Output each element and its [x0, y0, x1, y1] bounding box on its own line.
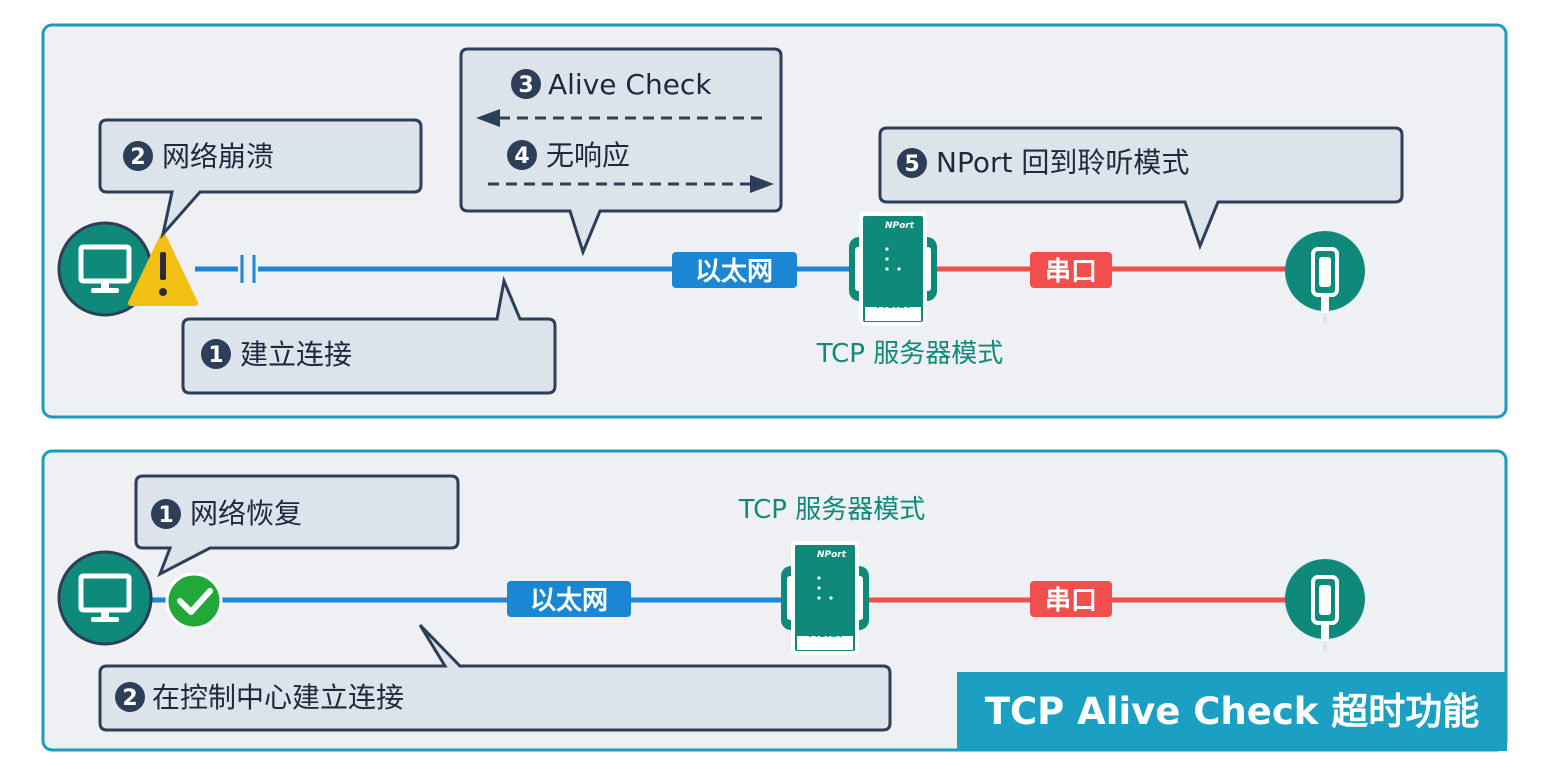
- callout-text: 网络崩溃: [162, 140, 274, 173]
- warning-icon: [128, 233, 198, 306]
- device-logo: NPort: [885, 221, 915, 231]
- nport-device-icon: NPort MOXA: [779, 541, 871, 655]
- bottom-panel: 以太网 NPort MOXA TCP 服务器模式 串口 1 网络恢复 2 在控制: [41, 449, 1508, 752]
- mode-label: TCP 服务器模式: [816, 339, 1003, 369]
- callout-number: 2: [122, 686, 137, 711]
- serial-tag: 串口: [1030, 581, 1112, 617]
- arrowhead-right: [750, 175, 774, 193]
- callout-alive-check: 3 Alive Check 4 无响应: [459, 47, 783, 257]
- callout-number: 1: [158, 503, 173, 528]
- callout-number: 5: [904, 152, 919, 177]
- ethernet-label: 以太网: [530, 586, 608, 616]
- title-banner: TCP Alive Check 超时功能: [957, 672, 1507, 751]
- ethernet-label: 以太网: [695, 257, 773, 287]
- arrowhead-left: [476, 109, 500, 127]
- callout-establish-control-center: 2 在控制中心建立连接: [98, 623, 892, 732]
- device-brand: MOXA: [876, 300, 910, 311]
- ethernet-tag: 以太网: [672, 252, 797, 288]
- callout-text: NPort 回到聆听模式: [936, 146, 1189, 179]
- callout-number: 2: [130, 145, 145, 170]
- serial-tag: 串口: [1030, 252, 1112, 288]
- callout-network-crash: 2 网络崩溃: [98, 118, 423, 240]
- callout-text: Alive Check: [548, 68, 712, 101]
- serial-label: 串口: [1045, 257, 1097, 287]
- monitor-icon: [57, 550, 153, 646]
- ethernet-tag: 以太网: [507, 581, 631, 617]
- banner-title: TCP Alive Check 超时功能: [985, 690, 1480, 733]
- callout-number: 3: [518, 73, 533, 98]
- callout-text: 无响应: [546, 139, 630, 172]
- callout-number: 1: [208, 343, 223, 368]
- callout-network-restored: 1 网络恢复: [134, 474, 460, 578]
- top-panel: 以太网 NPort MOXA TCP 服务器模式 串口 2 网络崩溃: [41, 23, 1508, 419]
- callout-text: 网络恢复: [190, 497, 302, 530]
- mode-label: TCP 服务器模式: [738, 495, 925, 525]
- callout-number: 4: [514, 144, 529, 169]
- device-logo: NPort: [817, 550, 847, 560]
- callout-text: 在控制中心建立连接: [152, 681, 404, 714]
- serial-label: 串口: [1045, 586, 1097, 616]
- callout-listen-mode: 5 NPort 回到聆听模式: [878, 126, 1404, 251]
- callout-text: 建立连接: [240, 338, 352, 371]
- callout-establish: 1 建立连接: [181, 275, 557, 395]
- device-brand: MOXA: [808, 629, 842, 640]
- nport-device-icon: NPort MOXA: [847, 212, 939, 326]
- check-icon: [165, 572, 223, 630]
